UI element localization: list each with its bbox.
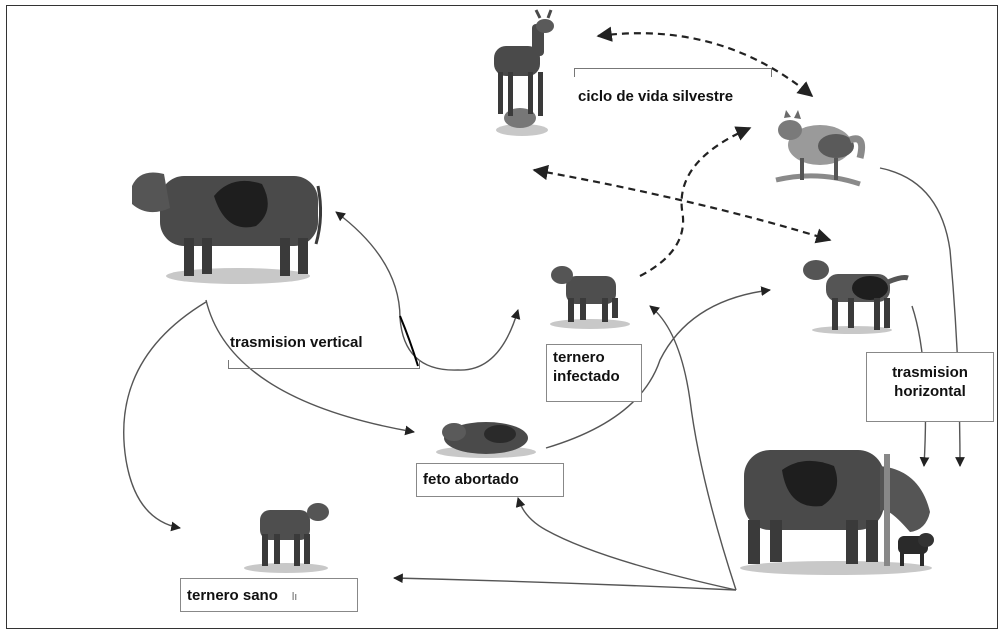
infected-calf-line1: ternero: [553, 349, 605, 366]
dog-icon: [803, 260, 909, 334]
sylvatic-bracket: [574, 68, 772, 77]
vertical-transmission-label: trasmision vertical: [230, 334, 363, 351]
infected-calf-icon: [550, 266, 630, 329]
horizontal-transmission-line2: horizontal: [894, 383, 966, 400]
aborted-fetus-icon: [436, 422, 536, 458]
infected-calf-label: ternero infectado: [546, 344, 642, 402]
aborted-fetus-label: feto abortado: [416, 463, 564, 497]
healthy-calf-icon: [244, 503, 329, 573]
grazing-cow-icon: [740, 450, 934, 575]
healthy-calf-mark: lı: [291, 591, 298, 603]
deer-icon: [494, 9, 554, 136]
transmission-arrows: [123, 167, 965, 591]
cow-icon: [132, 172, 323, 284]
infected-calf-line2: infectado: [553, 368, 620, 385]
vertical-transmission-dark-stroke: [399, 315, 419, 367]
sylvatic-arrows: [532, 26, 832, 277]
healthy-calf-text: ternero sano: [187, 587, 278, 604]
horizontal-transmission-line1: trasmision: [892, 364, 968, 381]
healthy-calf-label: ternero sano lı: [180, 578, 358, 612]
sylvatic-cycle-label: ciclo de vida silvestre: [578, 88, 734, 105]
vertical-bracket: [228, 360, 420, 369]
fox-icon: [775, 110, 866, 187]
horizontal-transmission-label: trasmision horizontal: [866, 352, 994, 422]
